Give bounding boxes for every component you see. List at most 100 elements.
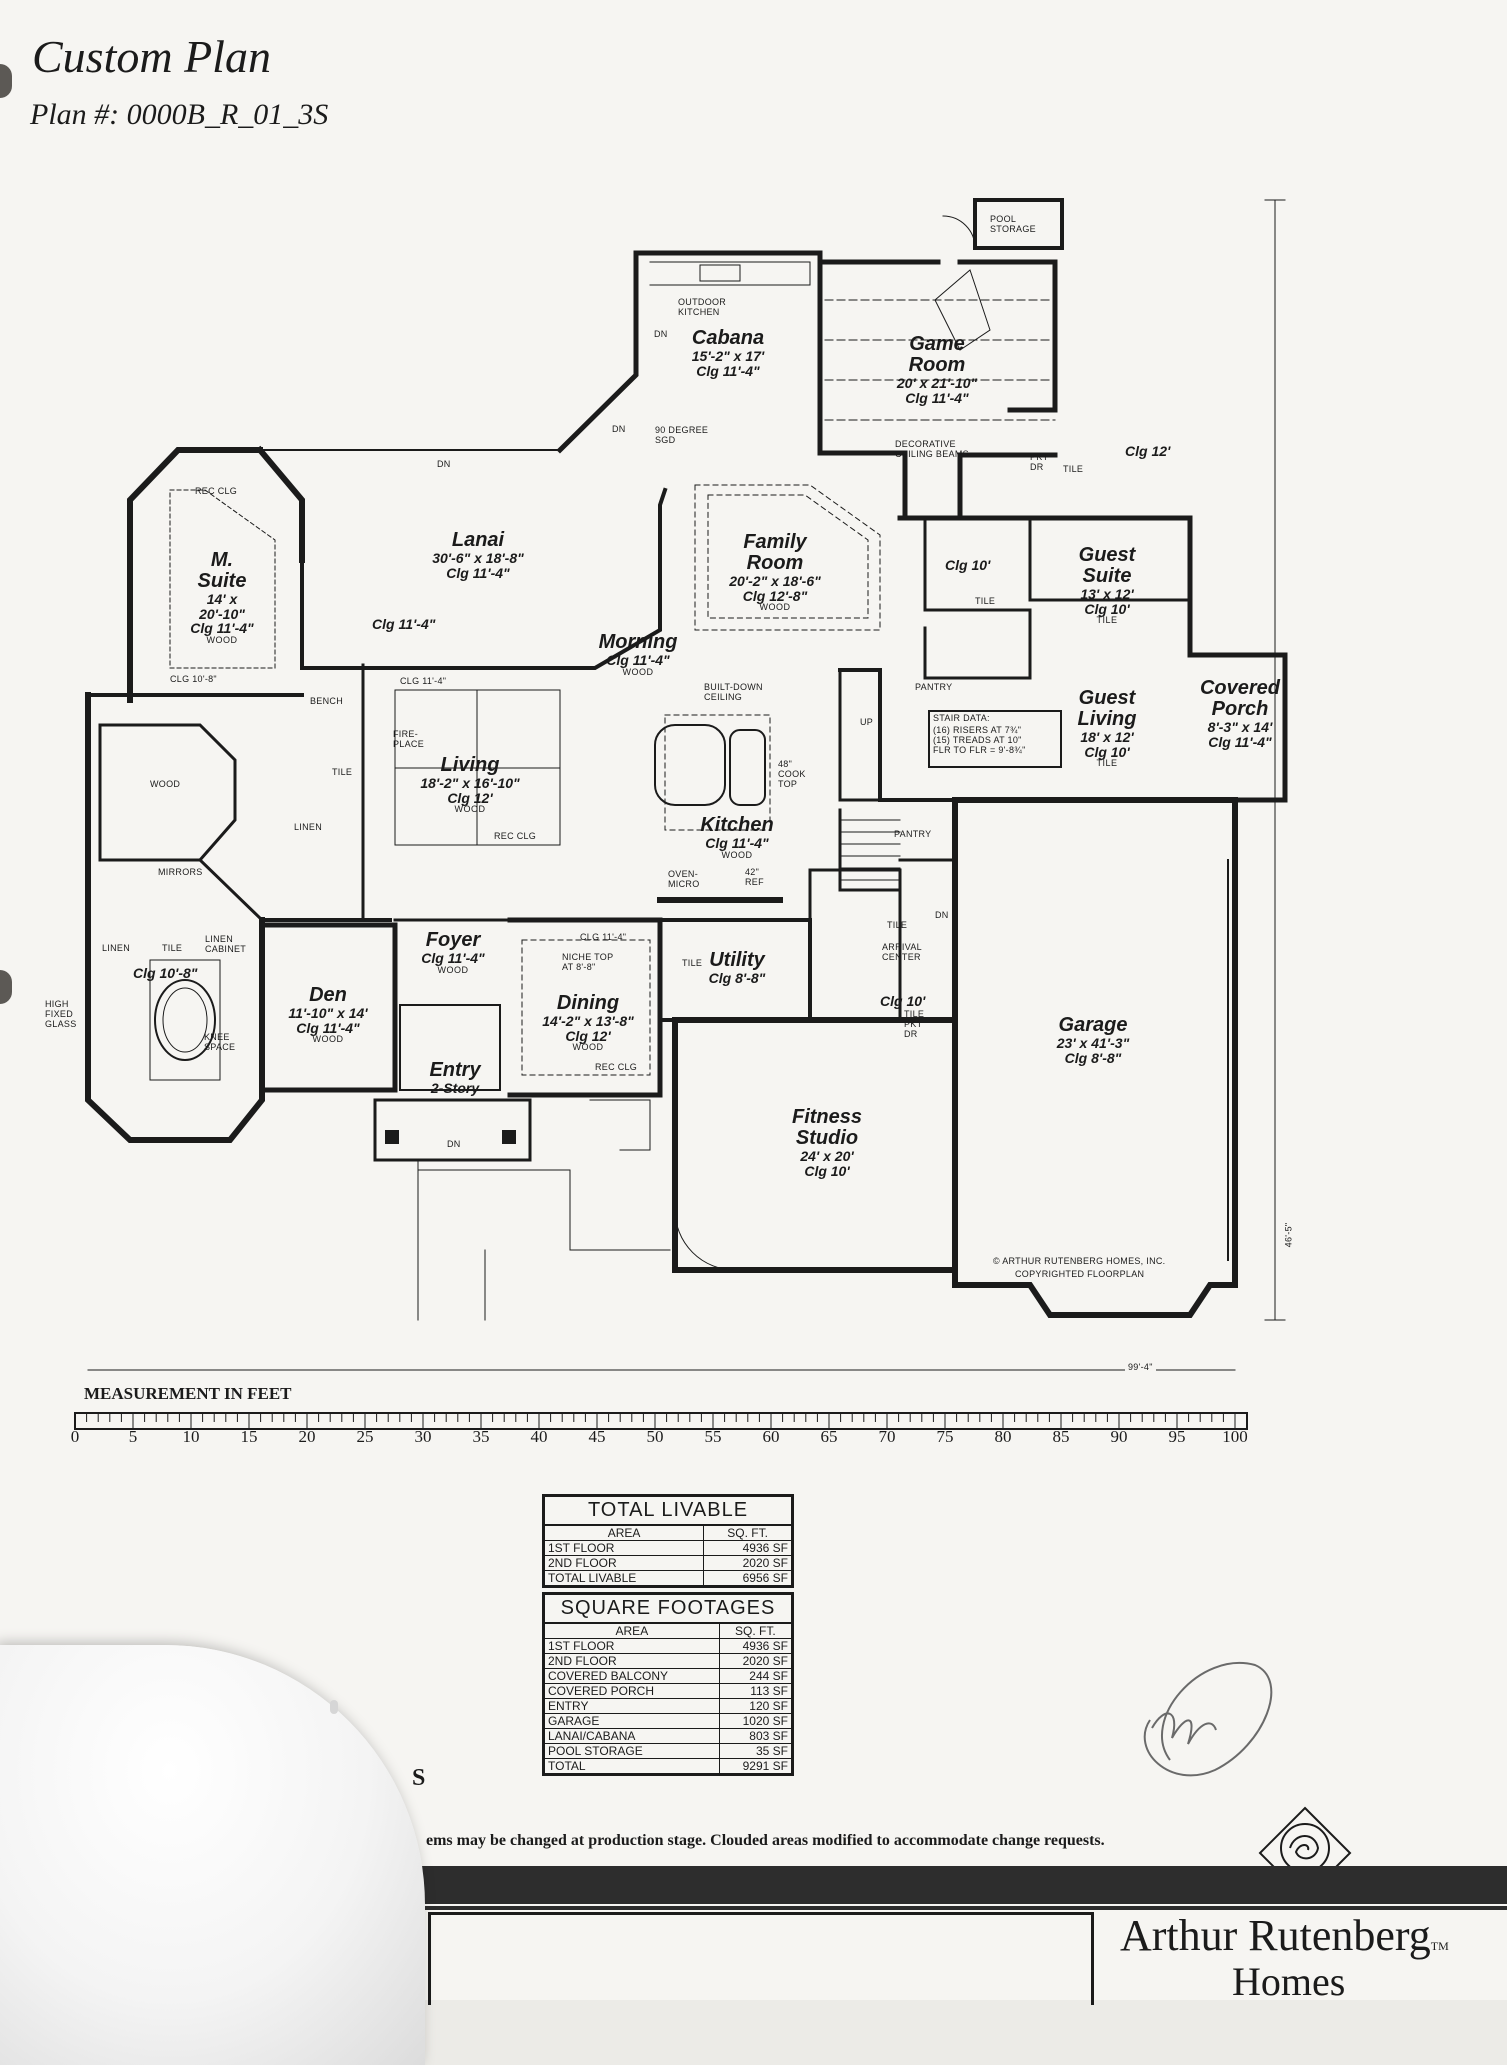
label-up: UP (860, 717, 874, 727)
sqft-cell: 35 SF (718, 1743, 794, 1759)
label-tile: TILE (1063, 464, 1084, 474)
label-pantry: PANTRY (915, 682, 953, 692)
scale-label: 50 (646, 1427, 664, 1446)
scale-label: 55 (704, 1427, 722, 1446)
scale-label: 70 (878, 1427, 896, 1446)
brand-line-1: Arthur Rutenberg (1120, 1911, 1431, 1960)
sqft-cell: 120 SF (718, 1698, 794, 1714)
sqft-cell: 113 SF (718, 1683, 794, 1699)
room-kitchen: Kitchen Clg 11'-4" WOOD (700, 814, 774, 860)
label-dn: DN (447, 1139, 461, 1149)
label-clg-12: Clg 12' (1125, 443, 1171, 459)
dimension-depth: 46'-5" (1283, 1222, 1294, 1248)
label-built-down-ceiling: BUILT-DOWN CEILING (704, 682, 763, 702)
label-copyright-2: COPYRIGHTED FLOORPLAN (1015, 1269, 1145, 1279)
stair-data-line: STAIR DATA: (933, 713, 990, 723)
scale-label: 80 (994, 1427, 1012, 1446)
label-cooktop: 48" COOK TOP (778, 759, 806, 789)
binder-tab (0, 970, 12, 1004)
room-foyer: Foyer Clg 11'-4" WOOD (421, 929, 485, 975)
area-cell: POOL STORAGE (543, 1743, 720, 1759)
room-cabana: Cabana 15'-2" x 17' Clg 11'-4" (691, 327, 765, 379)
label-dn: DN (612, 424, 626, 434)
sqft-cell: 9291 SF (718, 1758, 794, 1775)
room-covered-porch: Covered Porch 8'-3" x 14' Clg 11'-4" (1199, 677, 1281, 750)
footer-note: ems may be changed at production stage. … (426, 1832, 1105, 1849)
stair-data-line: (15) TREADS AT 10" (933, 734, 1022, 745)
label-tile: TILE (162, 943, 183, 953)
scale-label: 90 (1110, 1427, 1128, 1446)
room-fitness-studio: Fitness Studio 24' x 20' Clg 10' (791, 1106, 863, 1179)
dimension-width: 99'-4" (1125, 1362, 1156, 1373)
label-pool-storage: POOL STORAGE (990, 214, 1036, 234)
brand-name: Arthur RutenbergTM (1120, 1910, 1449, 1961)
label-pkt-dr: PKT DR (1030, 452, 1049, 472)
scale-label: 20 (298, 1427, 316, 1446)
label-high-fixed-glass: HIGH FIXED GLASS (45, 999, 77, 1029)
label-fireplace: FIRE-PLACE (393, 729, 425, 749)
scale-label: 30 (414, 1427, 432, 1446)
area-cell: COVERED BALCONY (543, 1668, 720, 1684)
table-title: TOTAL LIVABLE (543, 1495, 793, 1526)
label-pkt-dr: PKT DR (904, 1018, 923, 1039)
scale-label: 40 (530, 1427, 548, 1446)
area-cell: 1ST FLOOR (542, 1540, 705, 1556)
sqft-cell: 6956 SF (703, 1570, 793, 1587)
sqft-cell: 4936 SF (718, 1638, 794, 1654)
label-bench: BENCH (310, 696, 344, 706)
label-clg-10: Clg 10' (880, 993, 926, 1009)
scale-label: 5 (128, 1427, 138, 1446)
sqft-cell: 2020 SF (718, 1653, 794, 1669)
area-cell: GARAGE (543, 1713, 720, 1729)
label-clg-11-4: Clg 11'-4" (372, 616, 436, 632)
table-title: SQUARE FOOTAGES (543, 1593, 793, 1624)
title-block-frame (428, 1912, 1094, 2005)
area-cell: TOTAL (543, 1758, 720, 1775)
label-tile: TILE (682, 958, 703, 968)
label-pantry: PANTRY (894, 829, 932, 839)
label-rec-clg: REC CLG (494, 831, 537, 841)
stair-data-line: (16) RISERS AT 7¾" (933, 724, 1022, 735)
label-sgd: 90 DEGREE SGD (655, 425, 709, 445)
label-copyright: © ARTHUR RUTENBERG HOMES, INC. (993, 1256, 1166, 1266)
label-rec-clg: REC CLG (195, 486, 238, 496)
stair-data-box: STAIR DATA: (16) RISERS AT 7¾" (15) TREA… (928, 710, 1062, 768)
scale-label: 85 (1052, 1427, 1070, 1446)
column-header: AREA (543, 1622, 720, 1639)
room-guest-living: Guest Living 18' x 12' Clg 10' TILE (1077, 687, 1137, 769)
column-header: SQ. FT. (703, 1524, 793, 1541)
label-dn: DN (437, 459, 451, 469)
area-cell: COVERED PORCH (543, 1683, 720, 1699)
label-clg-10-8: Clg 10'-8" (133, 965, 198, 981)
room-morning: Morning Clg 11'-4" WOOD (598, 631, 678, 677)
scale-label: 100 (1222, 1427, 1248, 1446)
label-outdoor-kitchen: OUTDOOR KITCHEN (678, 297, 727, 317)
sqft-cell: 4936 SF (703, 1540, 793, 1556)
label-clg-10-8-small: CLG 10'-8" (170, 674, 217, 684)
scale-label: 35 (472, 1427, 490, 1446)
sqft-cell: 2020 SF (703, 1555, 793, 1571)
room-entry: Entry 2-Story (429, 1059, 481, 1096)
plan-number: Plan #: 0000B_R_01_3S (30, 98, 329, 131)
scale-label: 60 (762, 1427, 780, 1446)
room-garage: Garage 23' x 41'-3" Clg 8'-8" (1056, 1014, 1130, 1066)
binder-tab (0, 64, 12, 98)
label-clg-11-4-small: CLG 11'-4" (580, 932, 627, 942)
label-dn: DN (654, 329, 668, 339)
label-ref: 42" REF (745, 867, 764, 887)
room-dining: Dining 14'-2" x 13'-8" Clg 12' WOOD (542, 992, 634, 1053)
label-wood: WOOD (150, 779, 181, 789)
sqft-cell: 1020 SF (718, 1713, 794, 1729)
label-tile: TILE (904, 1009, 925, 1019)
scale-label: 45 (588, 1427, 606, 1446)
trademark: TM (1430, 1939, 1449, 1953)
room-family-room: Family Room 20'-2" x 18'-6" Clg 12'-8" W… (729, 531, 821, 613)
signature (1143, 1662, 1273, 1777)
